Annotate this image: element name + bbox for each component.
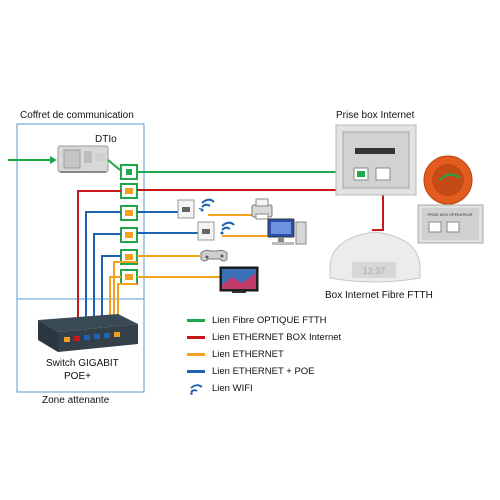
- box-display: 12:37: [363, 266, 386, 276]
- legend-item-box-ethernet: Lien ETHERNET BOX Internet: [187, 329, 341, 346]
- switch-device: [38, 314, 138, 352]
- dtio-fiber-line: [107, 159, 121, 171]
- legend-label: Lien ETHERNET + POE: [212, 366, 315, 377]
- box-to-switch-red: [77, 190, 121, 318]
- poe-switch-1: [85, 211, 121, 318]
- eth-switch-1: [109, 276, 121, 318]
- access-point-2: [197, 221, 215, 241]
- dtio-device: [57, 145, 109, 173]
- box-ethernet-down: [372, 193, 384, 231]
- wifi-icon: [198, 198, 215, 212]
- prise-title: Prise box Internet: [336, 110, 415, 121]
- legend-label: Lien ETHERNET BOX Internet: [212, 332, 342, 343]
- poe-switch-3: [101, 255, 121, 318]
- box-ethernet-link: [137, 189, 371, 195]
- incoming-fiber-arrow: [50, 156, 57, 164]
- legend-item-wifi: Lien WIFI: [187, 380, 341, 397]
- legend-swatch-poe: [187, 370, 205, 373]
- zone-title: Zone attenante: [42, 395, 110, 406]
- legend-item-ethernet: Lien ETHERNET: [187, 346, 341, 363]
- prise-panel-label: PRISE BOX OPERATEUR: [428, 213, 473, 217]
- prise-panel: [417, 204, 484, 244]
- printer-icon: [251, 198, 273, 220]
- legend: Lien Fibre OPTIQUE FTTH Lien ETHERNET BO…: [187, 312, 341, 397]
- wifi-icon: [220, 221, 235, 235]
- patch-panel: [120, 164, 138, 285]
- prise-box: [335, 124, 417, 196]
- eth-switch-2: [113, 261, 137, 318]
- coffret-title: Coffret de communication: [20, 110, 134, 121]
- switch-label-line2: POE+: [64, 371, 91, 382]
- game-controller-icon: [200, 249, 228, 262]
- wifi-icon: [187, 383, 205, 395]
- eth-switch-3: [117, 283, 137, 318]
- access-point-1: [177, 199, 195, 219]
- legend-label: Lien ETHERNET: [212, 349, 284, 360]
- tv-icon: [219, 266, 259, 293]
- legend-label: Lien WIFI: [212, 383, 253, 394]
- dtio-label: DTIo: [95, 134, 117, 145]
- zone-frame: [16, 298, 145, 393]
- legend-swatch-ethernet: [187, 353, 205, 356]
- legend-label: Lien Fibre OPTIQUE FTTH: [212, 315, 327, 326]
- switch-label-line1: Switch GIGABIT: [46, 358, 119, 369]
- computer-icon: [267, 218, 307, 245]
- legend-item-poe: Lien ETHERNET + POE: [187, 363, 341, 380]
- box-title: Box Internet Fibre FTTH: [325, 290, 433, 301]
- legend-item-fiber: Lien Fibre OPTIQUE FTTH: [187, 312, 341, 329]
- box-internet: [329, 231, 421, 283]
- fiber-link: [137, 171, 361, 178]
- legend-swatch-fiber: [187, 319, 205, 322]
- legend-swatch-box-ethernet: [187, 336, 205, 339]
- poe-switch-2: [93, 233, 121, 318]
